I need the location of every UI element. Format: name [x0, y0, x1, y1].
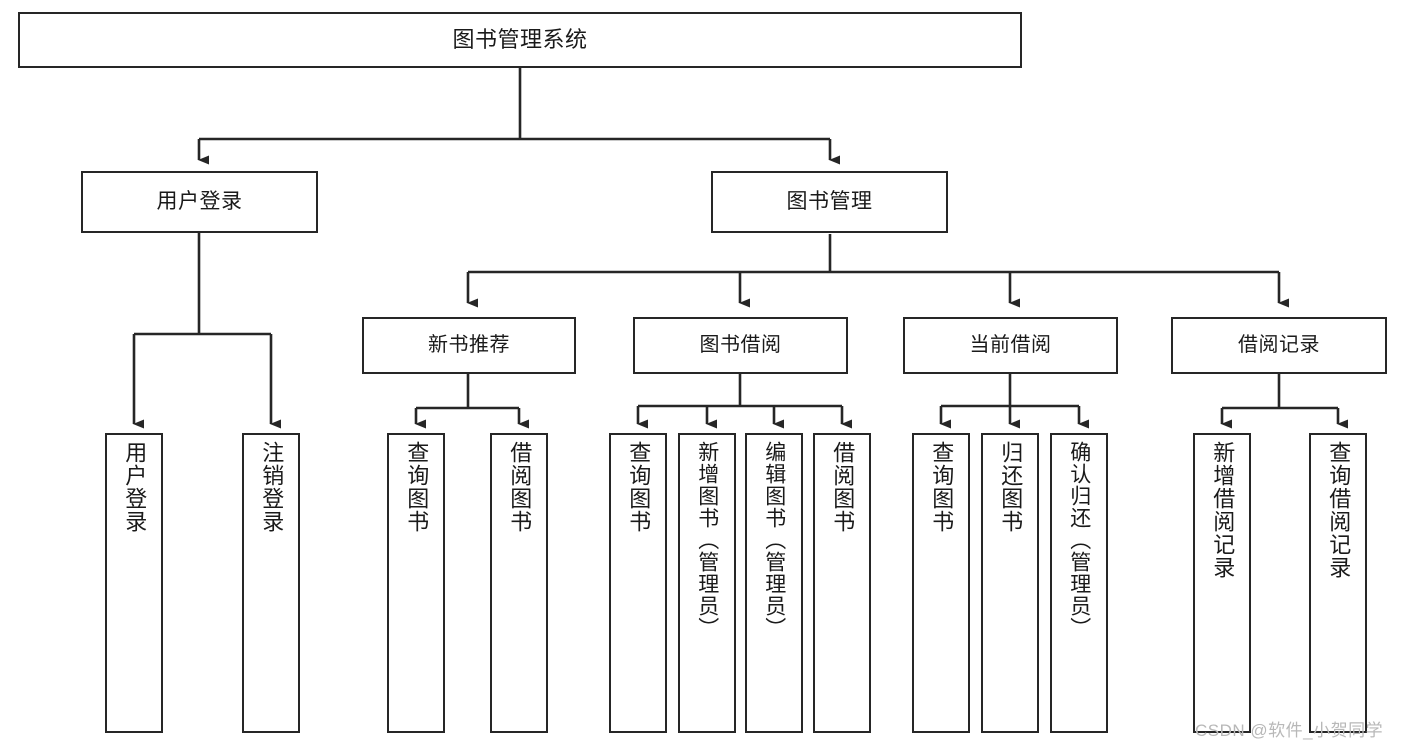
node-label: 图书管理系统: [452, 27, 588, 53]
leaf-confirm-return-admin[interactable]: 确认归还（管理员）: [1050, 433, 1108, 733]
node-root-system[interactable]: 图书管理系统: [18, 12, 1022, 68]
node-user-login[interactable]: 用户登录: [81, 171, 318, 233]
leaf-user-login[interactable]: 用户登录: [105, 433, 163, 733]
leaf-borrow-book[interactable]: 借阅图书: [813, 433, 871, 733]
node-label: 借阅图书: [830, 441, 856, 533]
node-label: 新增图书（管理员）: [695, 441, 719, 639]
leaf-query-book-current[interactable]: 查询图书: [912, 433, 970, 733]
node-book-management[interactable]: 图书管理: [711, 171, 948, 233]
node-label: 编辑图书（管理员）: [762, 441, 786, 639]
leaf-borrow-book-recommend[interactable]: 借阅图书: [490, 433, 548, 733]
node-book-borrow[interactable]: 图书借阅: [633, 317, 848, 374]
leaf-return-book[interactable]: 归还图书: [981, 433, 1039, 733]
node-label: 用户登录: [156, 189, 243, 213]
node-label: 查询借阅记录: [1326, 441, 1352, 579]
csdn-watermark: CSDN @软件_小贺同学: [1195, 721, 1384, 740]
leaf-edit-book-admin[interactable]: 编辑图书（管理员）: [745, 433, 803, 733]
node-new-book-recommend[interactable]: 新书推荐: [362, 317, 576, 374]
node-label: 用户登录: [122, 441, 148, 533]
node-label: 归还图书: [998, 441, 1024, 533]
leaf-query-borrow-record[interactable]: 查询借阅记录: [1309, 433, 1367, 733]
node-label: 图书借阅: [699, 334, 782, 356]
node-label: 图书管理: [786, 189, 873, 213]
node-label: 借阅图书: [507, 441, 533, 533]
leaf-add-book-admin[interactable]: 新增图书（管理员）: [678, 433, 736, 733]
node-label: 新书推荐: [428, 334, 510, 356]
leaf-query-book-recommend[interactable]: 查询图书: [387, 433, 445, 733]
leaf-logout[interactable]: 注销登录: [242, 433, 300, 733]
node-label: 查询图书: [404, 441, 430, 533]
node-label: 确认归还（管理员）: [1067, 441, 1091, 639]
node-label: 新增借阅记录: [1210, 441, 1236, 579]
leaf-query-book-borrow[interactable]: 查询图书: [609, 433, 667, 733]
node-label: 借阅记录: [1238, 334, 1320, 356]
node-label: 注销登录: [259, 441, 285, 533]
node-label: 当前借阅: [969, 334, 1052, 356]
leaf-add-borrow-record[interactable]: 新增借阅记录: [1193, 433, 1251, 733]
node-borrow-record[interactable]: 借阅记录: [1171, 317, 1387, 374]
node-label: 查询图书: [929, 441, 955, 533]
node-label: 查询图书: [626, 441, 652, 533]
node-current-borrow[interactable]: 当前借阅: [903, 317, 1118, 374]
